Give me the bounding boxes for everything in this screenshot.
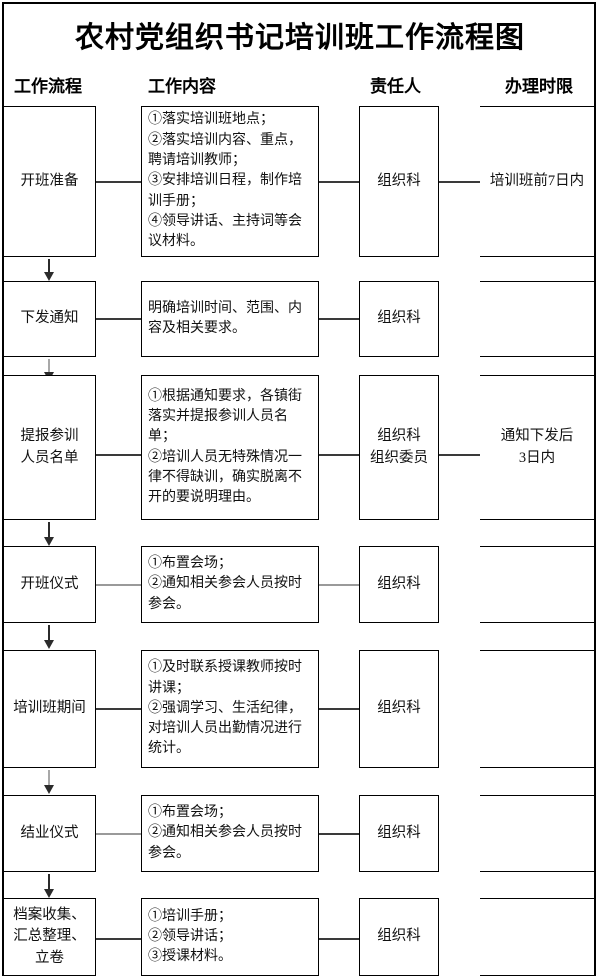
owner-box[interactable]: 组织科 bbox=[359, 281, 439, 357]
deadline-box[interactable] bbox=[480, 546, 596, 623]
content-text: ①根据通知要求，各镇街落实并提报参训人员名单； ②培训人员无特殊情况一律不得缺训… bbox=[148, 388, 302, 506]
connector-content-owner bbox=[319, 833, 359, 835]
content-box[interactable]: ①培训手册； ②领导讲话； ③授课材料。 bbox=[141, 898, 319, 976]
deadline-box[interactable] bbox=[480, 281, 596, 357]
connector-owner-deadline bbox=[439, 181, 480, 183]
stage-box[interactable]: 提报参训 人员名单 bbox=[2, 375, 96, 520]
owner-label: 组织科 组织委员 bbox=[370, 428, 428, 466]
arrow-head-icon bbox=[44, 272, 54, 281]
content-box[interactable]: ①布置会场； ②通知相关参会人员按时参会。 bbox=[141, 795, 319, 872]
connector-stage-content bbox=[96, 584, 141, 586]
owner-label: 组织科 bbox=[377, 824, 421, 841]
stage-box[interactable]: 结业仪式 bbox=[2, 795, 96, 872]
stage-box[interactable]: 档案收集、 汇总整理、 立卷 bbox=[2, 898, 96, 976]
connector-stage-content bbox=[96, 181, 141, 183]
stage-box[interactable]: 开班准备 bbox=[2, 106, 96, 257]
owner-box[interactable]: 组织科 bbox=[359, 795, 439, 872]
content-text: ①布置会场； ②通知相关参会人员按时参会。 bbox=[148, 556, 302, 612]
owner-label: 组织科 bbox=[377, 928, 421, 945]
deadline-label: 通知下发后 3日内 bbox=[500, 428, 574, 466]
connector-stage-content bbox=[96, 833, 141, 835]
stage-label: 档案收集、 汇总整理、 立卷 bbox=[13, 907, 86, 966]
connector-content-owner bbox=[319, 584, 359, 586]
content-box[interactable]: ①布置会场； ②通知相关参会人员按时参会。 bbox=[141, 546, 319, 623]
flow-arrow-down bbox=[44, 259, 54, 281]
stage-label: 开班仪式 bbox=[20, 575, 79, 592]
arrow-head-icon bbox=[44, 537, 54, 546]
flow-arrow-down bbox=[44, 770, 54, 794]
flow-arrow-down bbox=[44, 874, 54, 898]
deadline-box[interactable] bbox=[480, 650, 596, 768]
owner-box[interactable]: 组织科 bbox=[359, 650, 439, 768]
stage-label: 开班准备 bbox=[20, 172, 79, 189]
arrow-head-icon bbox=[44, 640, 54, 649]
stage-label: 培训班期间 bbox=[13, 700, 86, 717]
connector-stage-content bbox=[96, 938, 141, 940]
connector-content-owner bbox=[319, 318, 359, 320]
owner-label: 组织科 bbox=[377, 700, 421, 717]
column-header-owner: 责任人 bbox=[370, 77, 421, 96]
deadline-label: 培训班前7日内 bbox=[489, 172, 585, 189]
connector-stage-content bbox=[96, 318, 141, 320]
column-header-flow: 工作流程 bbox=[14, 77, 82, 96]
flow-arrow-down bbox=[44, 625, 54, 649]
stage-box[interactable]: 下发通知 bbox=[2, 281, 96, 357]
content-box[interactable]: 明确培训时间、范围、内容及相关要求。 bbox=[141, 281, 319, 357]
stage-label: 下发通知 bbox=[20, 310, 79, 327]
owner-label: 组织科 bbox=[377, 310, 421, 327]
deadline-box[interactable] bbox=[480, 898, 596, 976]
stage-box[interactable]: 开班仪式 bbox=[2, 546, 96, 623]
content-box[interactable]: ①落实培训班地点； ②落实培训内容、重点，聘请培训教师； ③安排培训日程，制作培… bbox=[141, 106, 319, 257]
connector-stage-content bbox=[96, 454, 141, 456]
page-title: 农村党组织书记培训班工作流程图 bbox=[74, 22, 525, 54]
content-text: ①落实培训班地点； ②落实培训内容、重点，聘请培训教师； ③安排培训日程，制作培… bbox=[148, 112, 302, 250]
arrow-head-icon bbox=[44, 785, 54, 794]
owner-box[interactable]: 组织科 组织委员 bbox=[359, 375, 439, 520]
content-text: 明确培训时间、范围、内容及相关要求。 bbox=[148, 300, 302, 336]
owner-box[interactable]: 组织科 bbox=[359, 546, 439, 623]
connector-content-owner bbox=[319, 938, 359, 940]
content-text: ①培训手册； ②领导讲话； ③授课材料。 bbox=[148, 908, 232, 965]
connector-stage-content bbox=[96, 708, 141, 710]
arrow-head-icon bbox=[44, 889, 54, 898]
owner-box[interactable]: 组织科 bbox=[359, 106, 439, 257]
connector-content-owner bbox=[319, 454, 359, 456]
stage-box[interactable]: 培训班期间 bbox=[2, 650, 96, 768]
connector-content-owner bbox=[319, 181, 359, 183]
column-header-deadline: 办理时限 bbox=[505, 77, 573, 96]
content-box[interactable]: ①及时联系授课教师按时讲课； ②强调学习、生活纪律，对培训人员出勤情况进行统计。 bbox=[141, 650, 319, 768]
deadline-box[interactable] bbox=[480, 795, 596, 872]
connector-owner-deadline bbox=[439, 454, 480, 456]
deadline-box[interactable]: 培训班前7日内 bbox=[480, 106, 596, 257]
stage-label: 结业仪式 bbox=[20, 824, 79, 841]
column-header-content: 工作内容 bbox=[148, 77, 216, 96]
connector-content-owner bbox=[319, 708, 359, 710]
content-box[interactable]: ①根据通知要求，各镇街落实并提报参训人员名单； ②培训人员无特殊情况一律不得缺训… bbox=[141, 375, 319, 520]
deadline-box[interactable]: 通知下发后 3日内 bbox=[480, 375, 596, 520]
owner-label: 组织科 bbox=[377, 575, 421, 592]
flow-arrow-down bbox=[44, 522, 54, 546]
owner-label: 组织科 bbox=[377, 172, 421, 189]
content-text: ①及时联系授课教师按时讲课； ②强调学习、生活纪律，对培训人员出勤情况进行统计。 bbox=[148, 660, 302, 757]
content-text: ①布置会场； ②通知相关参会人员按时参会。 bbox=[148, 805, 302, 861]
stage-label: 提报参训 人员名单 bbox=[20, 428, 79, 466]
flow-arrow-down bbox=[44, 359, 54, 381]
column-headers: 工作流程 工作内容 责任人 办理时限 bbox=[0, 72, 600, 98]
owner-box[interactable]: 组织科 bbox=[359, 898, 439, 976]
